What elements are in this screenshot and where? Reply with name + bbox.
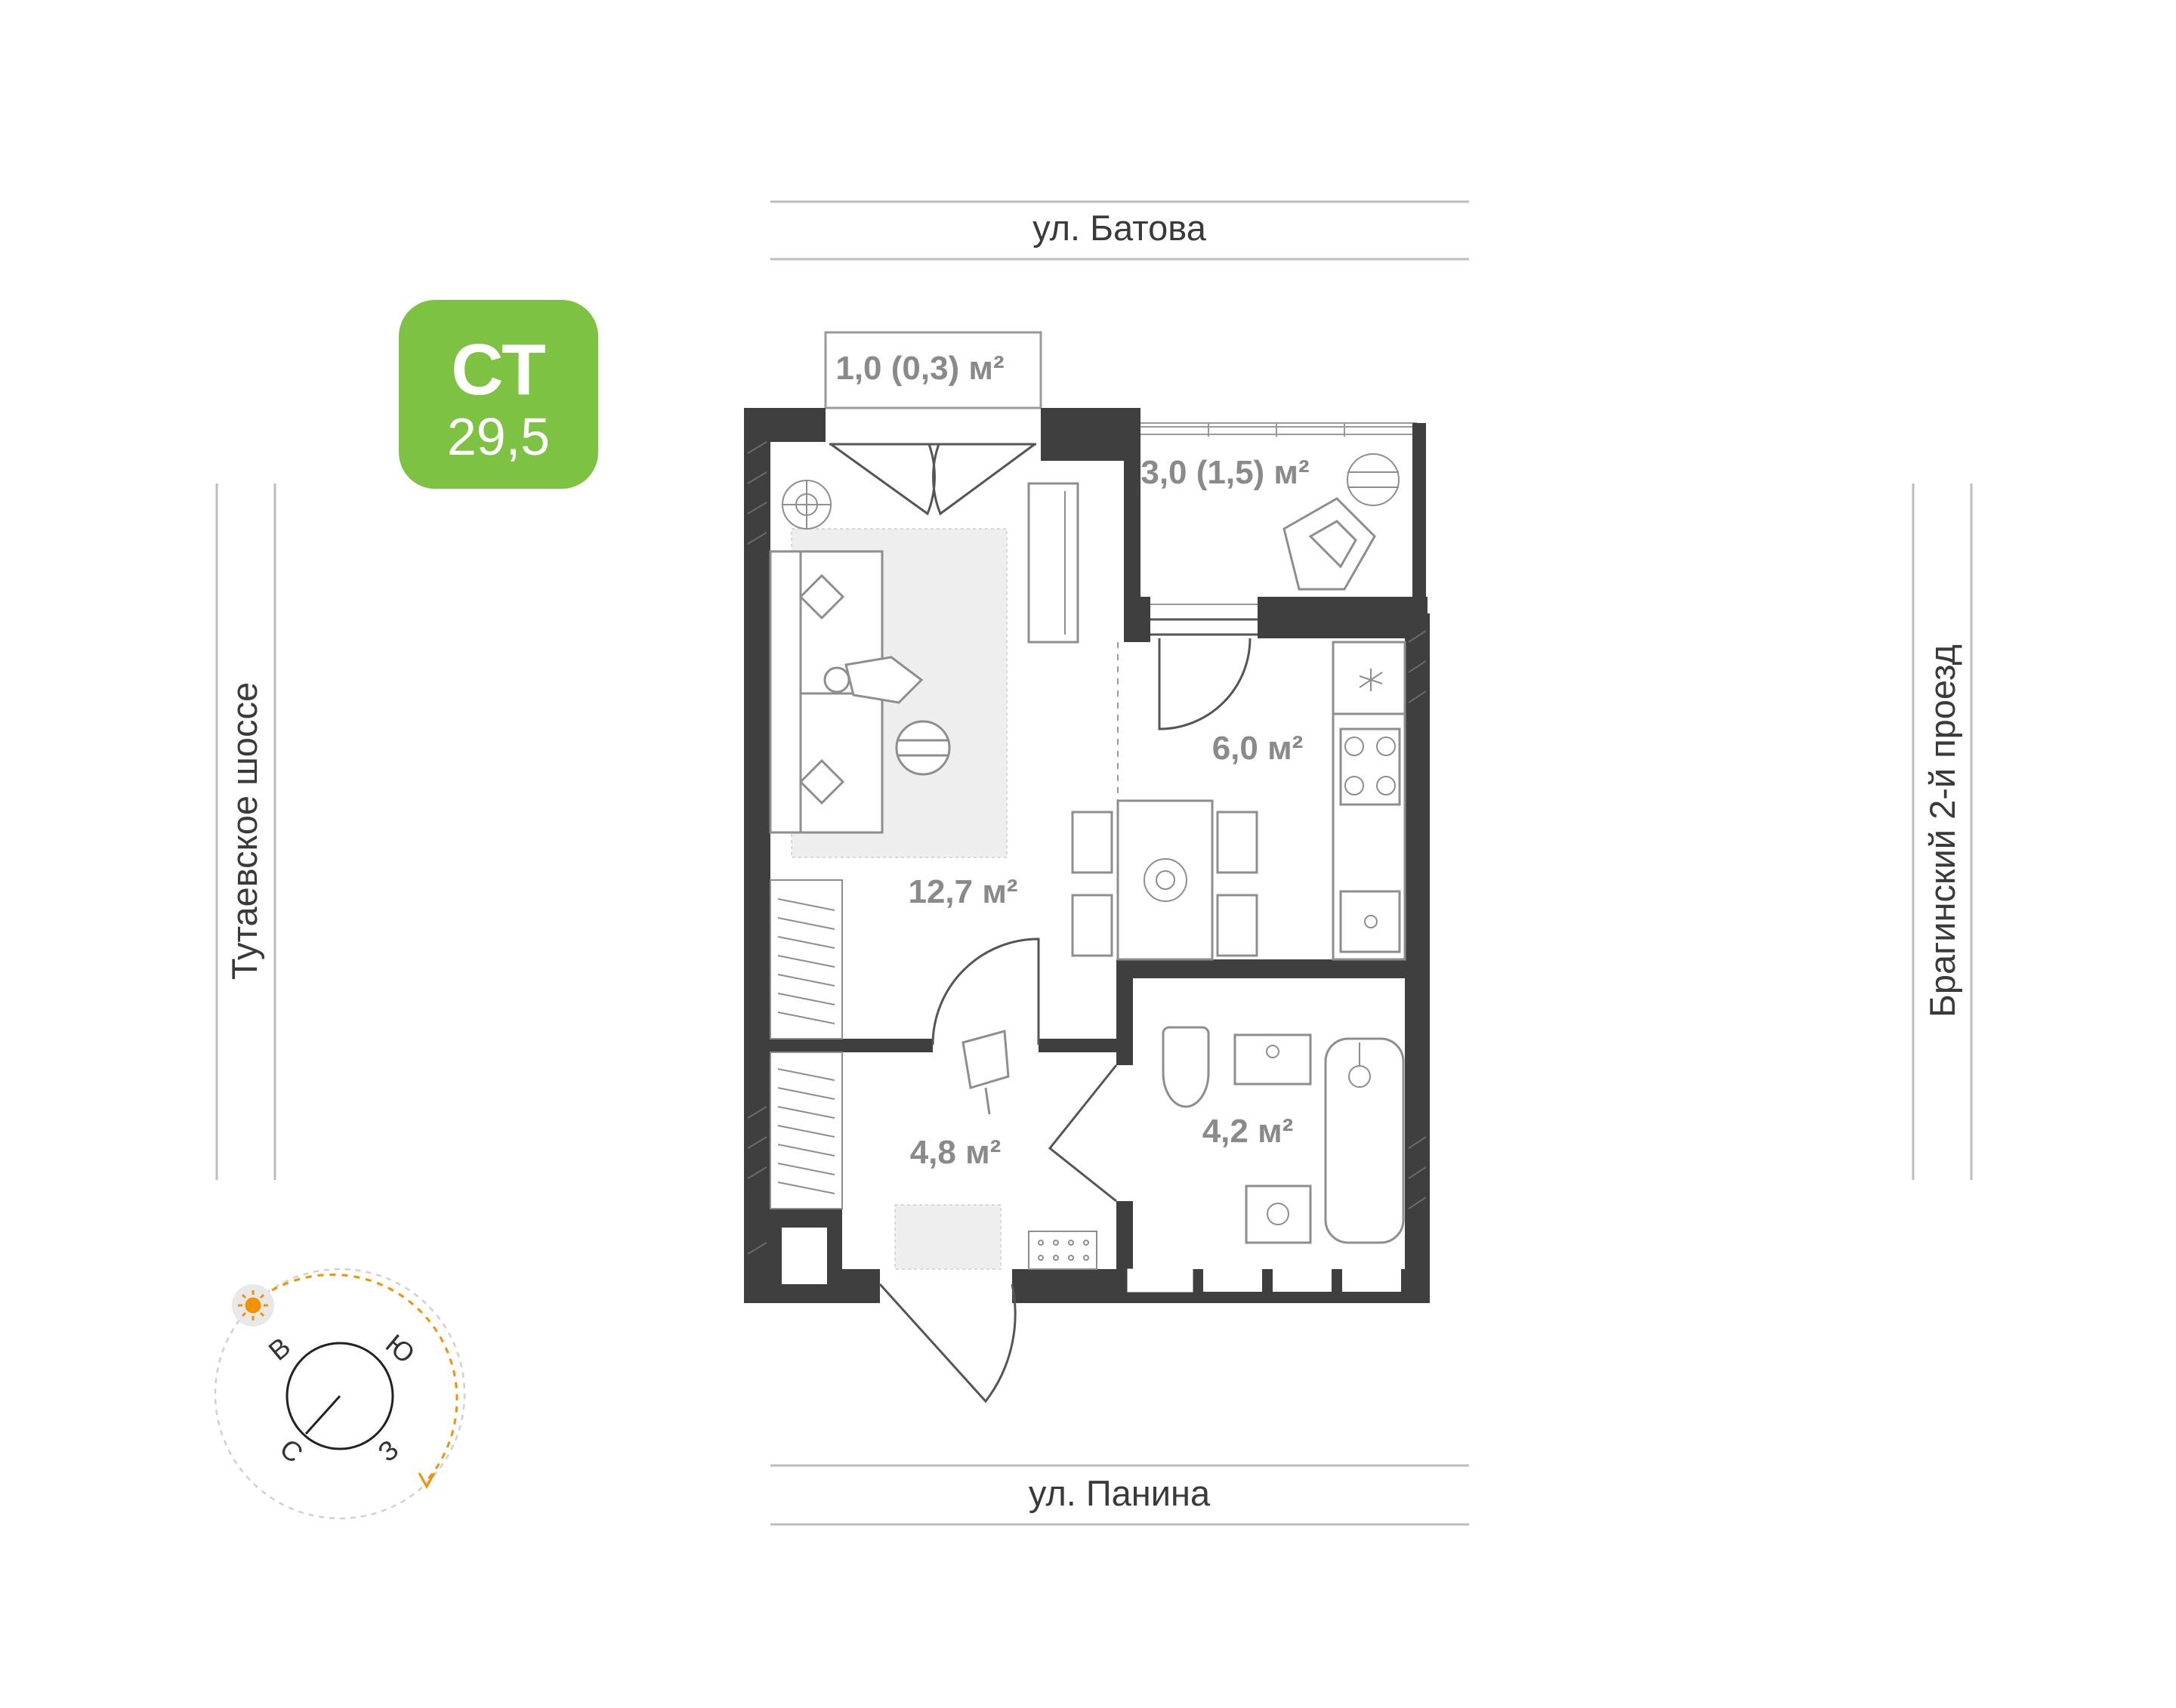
- wardrobe-living: [1027, 482, 1079, 644]
- apartment-badge: СТ 29,5: [399, 300, 598, 489]
- balcony-doors: [829, 443, 1036, 516]
- badge-type: СТ: [451, 329, 546, 410]
- badge-background: [399, 300, 598, 489]
- plan-drawing: 1,0 (0,3) м² 3,0 (1,5) м² 12,7 м² 6,0 м²…: [744, 331, 1430, 1404]
- loggia-door: [1150, 618, 1258, 730]
- kitchen-counter: [1332, 641, 1406, 961]
- street-top: ул. Батова: [770, 200, 1469, 261]
- dining-table: [1071, 799, 1258, 961]
- sun-path-arrowhead: [418, 1472, 436, 1490]
- street-right: Брагинский 2-й проезд: [1912, 483, 1973, 1180]
- room-area-loggia: 3,0 (1,5) м²: [1140, 454, 1309, 491]
- bathroom-fixtures: [1162, 1026, 1405, 1244]
- person-sitting: [823, 656, 924, 704]
- ottoman: [895, 720, 951, 776]
- storage-living: [770, 879, 843, 1039]
- room-area-hall: 4,8 м²: [910, 1134, 1002, 1171]
- compass-south: Ю: [380, 1328, 421, 1370]
- compass-west: З: [372, 1434, 404, 1468]
- street-bottom-label: ул. Панина: [1029, 1473, 1211, 1513]
- compass-orbit: [214, 1268, 466, 1520]
- room-area-bathroom: 4,2 м²: [1202, 1113, 1294, 1150]
- street-left: Тутаевское шоссе: [215, 483, 276, 1180]
- street-top-label: ул. Батова: [1032, 208, 1207, 248]
- compass-needle: [304, 1395, 341, 1435]
- bathroom-door: [1048, 1064, 1118, 1203]
- storage-hall: [770, 1052, 843, 1209]
- room-area-balcony: 1,0 (0,3) м²: [835, 350, 1004, 387]
- street-bottom: ул. Панина: [770, 1464, 1469, 1526]
- plant-loggia: [1347, 453, 1400, 506]
- kitchen-sparkle-icon: [1359, 669, 1383, 691]
- doormat: [894, 1204, 1002, 1270]
- compass-north: С: [274, 1432, 309, 1469]
- loggia-windows: [1140, 423, 1412, 437]
- sun-icon: [238, 1290, 268, 1320]
- street-left-label: Тутаевское шоссе: [224, 682, 264, 980]
- street-right-label: Брагинский 2-й проезд: [1922, 644, 1962, 1018]
- plant-living: [782, 480, 832, 530]
- loggia-area: [1125, 422, 1417, 605]
- room-area-living: 12,7 м²: [908, 873, 1017, 910]
- hall-door: [931, 937, 1040, 1045]
- person-standing: [961, 1030, 1010, 1115]
- panel: [1028, 1231, 1097, 1270]
- entrance-door: [878, 1283, 1017, 1404]
- armchair-loggia: [1282, 497, 1376, 591]
- room-area-kitchen: 6,0 м²: [1212, 730, 1304, 767]
- compass: В Ю С З: [214, 1268, 466, 1520]
- compass-east: В: [263, 1331, 297, 1367]
- sun-path-arc: [271, 1273, 458, 1481]
- badge-area: 29,5: [447, 407, 550, 466]
- wall-hatch: [747, 441, 1427, 1255]
